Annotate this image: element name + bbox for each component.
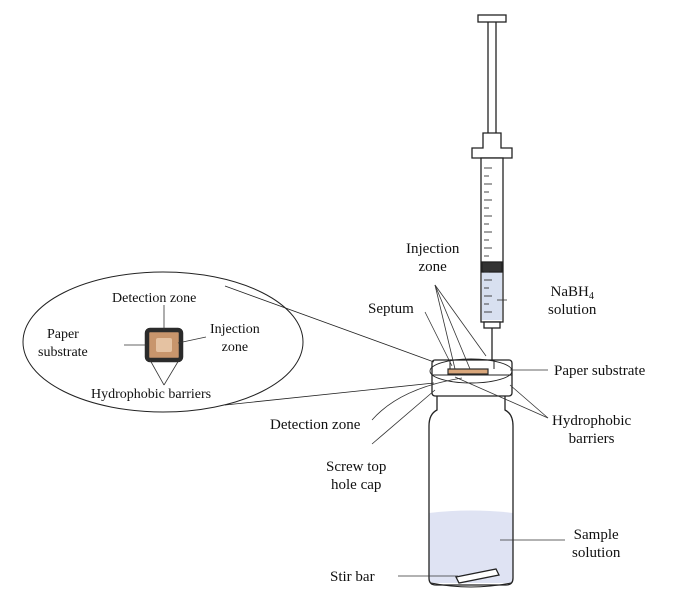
inset-paper-line-2: substrate bbox=[38, 345, 88, 360]
inset-ellipse bbox=[22, 271, 304, 413]
screw-top-line-1: Screw top bbox=[326, 459, 387, 475]
sample-solution-fill bbox=[429, 510, 513, 583]
cap-focus-ellipse bbox=[429, 358, 513, 384]
inset-injection-line-1: Injection bbox=[210, 322, 260, 337]
nabh4-subscript: 4 bbox=[588, 291, 594, 302]
inset-paper-line-1: Paper bbox=[46, 327, 79, 342]
label-sample-solution: Sample solution bbox=[572, 526, 620, 562]
injection-zone-line-1: Injection bbox=[406, 241, 460, 257]
label-detection-zone: Detection zone bbox=[270, 417, 361, 433]
inset-detection-spot bbox=[156, 338, 172, 352]
nabh4-line-1: NaBH4 bbox=[548, 283, 596, 302]
syringe-tip bbox=[483, 321, 501, 329]
plunger-stopper bbox=[481, 261, 503, 273]
stir-bar bbox=[455, 568, 500, 584]
nabh4-formula: NaBH bbox=[550, 284, 589, 300]
syringe-flange bbox=[471, 132, 513, 159]
nabh4-line-2: solution bbox=[548, 302, 597, 318]
inset-label-paper-substrate: Paper substrate bbox=[38, 326, 88, 362]
syringe bbox=[471, 14, 513, 370]
label-injection-zone: Injection zone bbox=[406, 240, 459, 276]
zoom-line-top bbox=[224, 285, 435, 363]
label-screw-top-hole-cap: Screw top hole cap bbox=[326, 458, 386, 494]
vial bbox=[428, 359, 514, 588]
injection-zone-line-2: zone bbox=[418, 259, 447, 275]
sample-line-2: solution bbox=[572, 545, 621, 561]
inset-injection-line-2: zone bbox=[221, 340, 249, 355]
screw-top-line-2: hole cap bbox=[331, 477, 382, 493]
label-septum: Septum bbox=[368, 301, 414, 317]
leader-lines bbox=[124, 284, 565, 577]
plunger-thumb-rest bbox=[477, 14, 507, 23]
screw-top-cap bbox=[431, 359, 513, 397]
hydrophobic-line-2: barriers bbox=[568, 431, 615, 447]
inset-label-hydrophobic-barriers: Hydrophobic barriers bbox=[91, 387, 212, 402]
label-hydrophobic-barriers: Hydrophobic barriers bbox=[552, 412, 631, 448]
label-stir-bar: Stir bar bbox=[330, 569, 375, 585]
barrel-graduations bbox=[484, 167, 492, 313]
vial-bottom bbox=[430, 582, 512, 588]
inset-label-detection-zone: Detection zone bbox=[112, 291, 197, 306]
zoom-line-bottom bbox=[224, 382, 435, 406]
hydrophobic-line-1: Hydrophobic bbox=[552, 413, 632, 429]
label-paper-substrate: Paper substrate bbox=[554, 363, 646, 379]
inset-label-injection-zone: Injection zone bbox=[210, 321, 260, 357]
sample-line-1: Sample bbox=[573, 527, 619, 543]
septum-paper-layer bbox=[447, 368, 489, 375]
vial-body bbox=[428, 396, 514, 586]
label-nabh4-solution: NaBH4 solution bbox=[548, 283, 596, 319]
